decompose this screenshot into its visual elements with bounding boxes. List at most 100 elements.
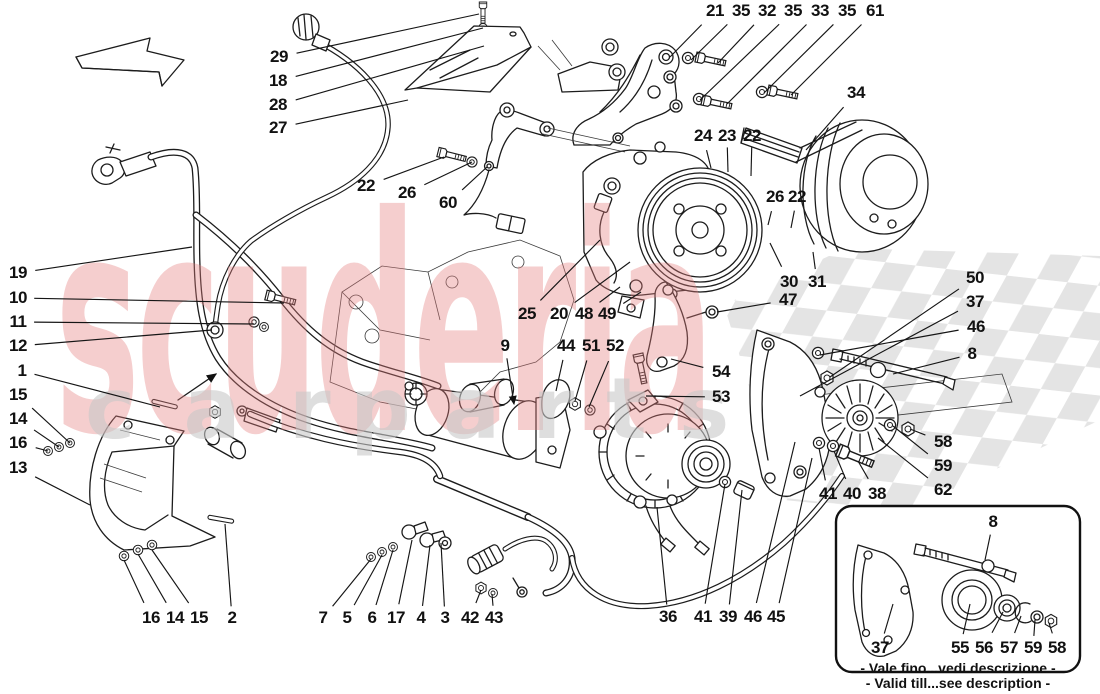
callout-35: 35 [838,1,856,20]
alternator [593,389,755,556]
ac-compressor [542,127,763,319]
drive-belt-and-pulley [740,119,929,253]
swan-neck-bracket [645,281,707,372]
leader-line-49 [622,291,642,304]
leader-line-6 [375,549,394,606]
leader-line-60 [461,166,488,191]
callout-22: 22 [357,176,375,195]
leader-line-44 [555,359,564,392]
callout-35: 35 [784,1,802,20]
callout-29: 29 [270,47,288,66]
leader-line-53 [645,395,705,398]
leader-line-22 [790,210,795,229]
leader-line-37 [799,310,959,397]
leader-line-43 [491,593,494,606]
upper-heat-shield [404,1,532,93]
signal-cable-connector [212,13,391,333]
leader-line-46 [755,441,796,604]
callout-62: 62 [934,480,952,499]
callout-40: 40 [843,484,861,503]
leader-line-35 [690,23,728,61]
callout-4: 4 [416,608,426,627]
leader-line-4 [421,544,431,606]
callout-28: 28 [269,95,287,114]
leader-line-2 [224,523,232,607]
callout-58: 58 [934,432,952,451]
leader-line-28 [295,45,485,101]
callout-48: 48 [575,304,593,323]
leader-line-22 [750,147,753,177]
leader-line-14 [137,553,167,604]
callout-37: 37 [871,638,889,657]
callout-12: 12 [9,336,27,355]
leader-line-16 [123,559,145,604]
leader-line-52 [588,360,610,408]
leader-line-62 [877,437,929,479]
leader-line-38 [857,460,869,480]
callout-39: 39 [719,607,737,626]
leader-line-42 [475,589,482,604]
callout-55: 55 [951,638,969,657]
callout-31: 31 [808,272,826,291]
watermark-sub-left: car [85,360,379,459]
leader-line-32 [717,24,755,64]
leader-line-36 [656,506,668,605]
callout-8: 8 [967,344,977,363]
callout-13: 13 [9,458,27,477]
callout-56: 56 [975,638,993,657]
leader-line-5 [353,554,383,606]
battery-terminal-and-cable [91,143,442,452]
watermark-sub-right: parts [350,360,761,459]
leader-line-37 [883,603,894,634]
callout-59: 59 [934,456,952,475]
leader-line-31 [812,251,816,270]
callout-34: 34 [847,83,865,102]
callout-45: 45 [767,607,785,626]
lower-harness [366,473,845,610]
callout-11: 11 [9,312,27,331]
leader-line-19 [35,246,193,271]
leader-line-35 [699,23,780,101]
callout-44: 44 [557,336,575,355]
callout-23: 23 [718,126,736,145]
callout-22: 22 [788,187,806,206]
callout-8: 8 [988,512,998,531]
compressor-mount-bracket [572,42,799,146]
callout-41: 41 [694,607,712,626]
callout-46: 46 [967,317,985,336]
leader-line-34 [805,106,845,151]
leader-line-14 [33,429,60,448]
leader-line-58 [1048,622,1053,634]
leader-line-15 [31,407,71,444]
callout-18: 18 [269,71,287,90]
callout-52: 52 [606,336,624,355]
callout-47: 47 [779,290,797,309]
leader-line-59 [1033,619,1036,636]
inset-note-english: - Valid till...see description - [865,675,1051,691]
leader-line-15 [151,549,190,604]
callout-16: 16 [142,608,160,627]
callout-37: 37 [966,292,984,311]
callout-54: 54 [712,362,730,381]
leader-line-26 [424,161,473,186]
callout-25: 25 [518,304,536,323]
callout-6: 6 [367,608,377,627]
callout-59: 59 [1024,638,1042,657]
starter-cable-assembly [203,405,444,480]
leader-line-9 [506,358,517,406]
leader-line-48 [599,286,621,303]
leader-line-59 [892,425,929,455]
callout-1: 1 [17,361,27,380]
leader-line-61 [790,24,862,96]
callout-15: 15 [9,385,27,404]
callout-16: 16 [9,433,27,452]
callout-57: 57 [1000,638,1018,657]
callout-3: 3 [440,608,450,627]
callout-14: 14 [9,409,27,428]
leader-line-12 [34,329,213,346]
inset-detail-box [834,504,1082,674]
leader-line-23 [726,147,729,173]
leader-line-10 [34,297,285,304]
leader-line-22 [383,156,445,180]
callout-19: 19 [9,263,27,282]
